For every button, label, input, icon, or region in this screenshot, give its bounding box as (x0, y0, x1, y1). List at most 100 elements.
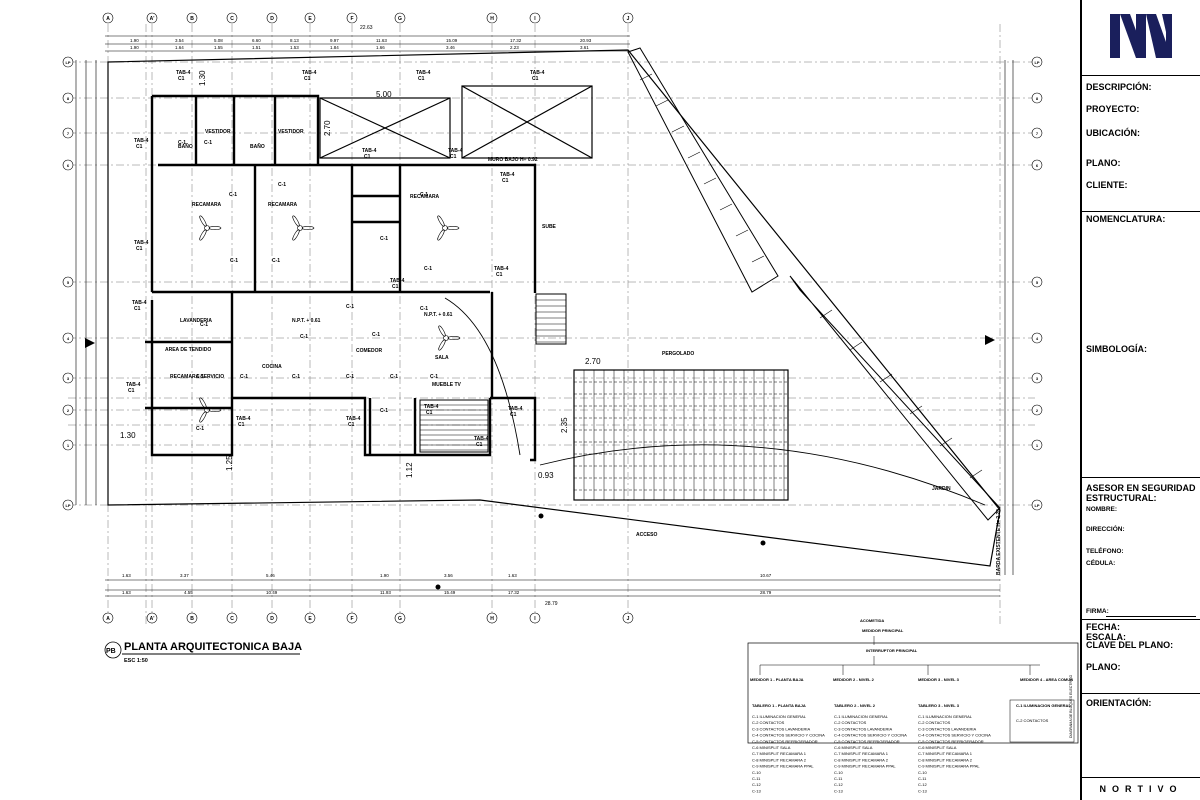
svg-text:I: I (534, 616, 536, 622)
dim-bot-2-5: 17.32 (508, 590, 520, 595)
svg-text:5: 5 (67, 280, 70, 285)
axis-bubble-row-8-1-0: 8 (62, 92, 74, 104)
meter-label-2: MEDIDOR 3 - NIVEL 3 (918, 677, 960, 682)
dim-1-25: 1.25 (225, 455, 234, 471)
axis-bubble-G-0: G (394, 12, 406, 24)
dim-total-top: 22.63 (360, 25, 373, 31)
svg-text:3: 3 (67, 376, 70, 381)
label-direccion: DIRECCIÓN: (1086, 526, 1125, 533)
dim-top-2-2: 1.55 (214, 45, 223, 50)
svg-text:B: B (190, 16, 194, 22)
board-label-3: C-1 ILUMINACION GENERAL (1016, 703, 1071, 708)
circuit-line-2-11: C-12 (918, 782, 927, 787)
tab-tag-16: TAB-4 (508, 406, 523, 412)
axis-bubble-row-4-5-1: 4 (1031, 332, 1043, 344)
svg-text:J: J (627, 16, 630, 22)
dim-top-2-4: 1.53 (290, 45, 299, 50)
room-label-sube: SUBE (542, 224, 557, 230)
tab-tag-9: TAB-4 (346, 416, 361, 422)
tab-tag-1: TAB-4 (302, 70, 317, 76)
dim-bot-1-2: 5.46 (266, 573, 275, 578)
house-walls (145, 94, 537, 462)
pergola-grid (573, 369, 789, 501)
axis-bubble-F-1: F (346, 612, 358, 624)
circuit-line-0-2: C-3 CONTACTOS LAVANDERIA (752, 726, 810, 731)
axis-bubble-row-LP-9-1: LP (1031, 499, 1043, 511)
dim-5-00: 5.00 (376, 90, 392, 99)
dim-top-2-9: 3.61 (580, 45, 589, 50)
circuit-line-2-2: C-3 CONTACTOS LAVANDERIA (918, 726, 976, 731)
axis-bubble-G-1: G (394, 612, 406, 624)
ceiling-fan-icon (438, 325, 461, 351)
axis-bubble-H-1: H (486, 612, 498, 624)
dim-bot-2-1: 4.55 (184, 590, 193, 595)
axis-bubble-A-1: A (102, 612, 114, 624)
svg-text:F: F (350, 616, 353, 622)
stairs (419, 293, 567, 453)
co-tag-15: C-1 (346, 374, 354, 380)
svg-text:6: 6 (1036, 163, 1039, 168)
axis-bubble-row-7-2-1: 7 (1031, 127, 1043, 139)
circuit-line-0-12: C-13 (752, 788, 761, 793)
tab-tag-8: TAB-4 (236, 416, 251, 422)
axis-bubble-row-1-8-1: 1 (1031, 439, 1043, 451)
dim-top-2-0: 1.90 (130, 45, 139, 50)
dim-2-70: 2.70 (323, 120, 332, 136)
svg-text:H: H (490, 616, 494, 622)
label-plano-2: PLANO: (1086, 662, 1121, 672)
tab-tag-4: TAB-4 (134, 138, 149, 144)
dim-top-2-6: 1.66 (376, 45, 385, 50)
co-tag-7: C-1 (380, 236, 388, 242)
circuit-line-0-5: C-6 MINISPLIT SALA (752, 745, 791, 750)
tab-tag-6: TAB-4 (132, 300, 147, 306)
axis-bubble-I-0: I (529, 12, 541, 24)
circuit-line-1-2: C-3 CONTACTOS LAVANDERIA (834, 726, 892, 731)
dim-1-30-left: 1.30 (120, 431, 136, 440)
property-boundary (107, 49, 1001, 567)
c1-tag-8: C1 (238, 422, 245, 428)
svg-text:LP: LP (1034, 503, 1039, 508)
circuit-line-0-0: C-1 ILUMINACION GENERAL (752, 714, 807, 719)
firma-line (1106, 616, 1196, 617)
dim-top-1-6: 11.63 (376, 38, 387, 43)
orientacion-section: ORIENTACIÓN: (1082, 694, 1200, 778)
circuit-line-2-4: C-5 CONTACTOS REFRIGERADOR (918, 739, 984, 744)
axis-bubble-H-0: H (486, 12, 498, 24)
svg-text:2: 2 (67, 408, 70, 413)
axis-bubble-B-1: B (186, 612, 198, 624)
axis-bubble-row-3-6-1: 3 (1031, 372, 1043, 384)
plan-title: PLANTA ARQUITECTONICA BAJA (124, 641, 302, 653)
c1-tag-13: C1 (502, 178, 509, 184)
label-simbologia: SIMBOLOGÍA: (1086, 344, 1147, 354)
room-label-mueble-tv: MUEBLE TV (432, 382, 462, 388)
axis-bubble-E-1: E (304, 612, 316, 624)
dim-top-1-7: 15.09 (446, 38, 458, 43)
label-proyecto: PROYECTO: (1086, 104, 1140, 114)
dim-top-1-5: 9.97 (330, 38, 339, 43)
c1-tag-17: C1 (392, 284, 399, 290)
circuit-line-1-6: C-7 MINISPLIT RECAMARA 1 (834, 751, 889, 756)
label-orientacion: ORIENTACIÓN: (1086, 698, 1152, 708)
c1-tag-0: C1 (178, 76, 185, 82)
circuit-line-1-8: C-9 MINISPLIT RECAMARA PPAL (834, 764, 896, 769)
schedule-side-label: DIAGRAMA DE BLOQUES ELECTRICO (1069, 675, 1073, 738)
c1-tag-2: C1 (418, 76, 425, 82)
svg-text:LP: LP (65, 503, 70, 508)
tab-tag-13: TAB-4 (500, 172, 515, 178)
tab-tag-7: TAB-4 (126, 382, 141, 388)
plan-scale: ESC 1:50 (124, 658, 148, 664)
co-tag-4: C-1 (230, 258, 238, 264)
schedule-medidor: MEDIDOR PRINCIPAL (862, 628, 904, 633)
room-label-cocina: COCINA (262, 364, 282, 370)
ceiling-fan-icon (199, 215, 222, 241)
tab-tag-11: TAB-4 (474, 436, 489, 442)
c1-tag-15: C1 (450, 154, 457, 160)
svg-text:G: G (398, 616, 402, 622)
svg-text:I: I (534, 16, 536, 22)
dim-top-2-7: 3.46 (446, 45, 455, 50)
circuit-line-1-9: C-10 (834, 770, 843, 775)
svg-text:2: 2 (1036, 408, 1039, 413)
axis-bubble-row-7-2-0: 7 (62, 127, 74, 139)
c1-tag-6: C1 (134, 306, 141, 312)
